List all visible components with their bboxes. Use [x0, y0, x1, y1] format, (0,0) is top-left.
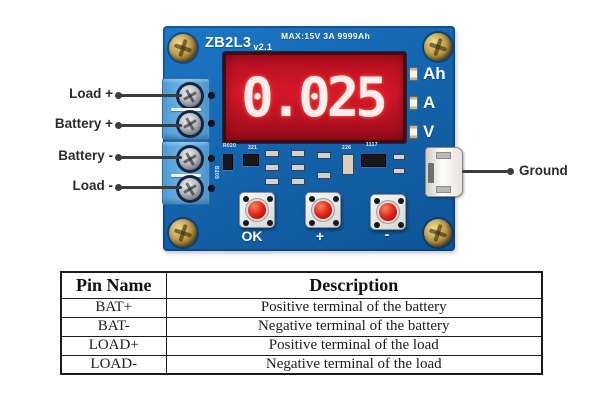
indicator-a: A — [409, 88, 446, 117]
usb-pad — [436, 152, 451, 159]
terminal-screw-battery-plus — [179, 113, 201, 135]
smd-component — [393, 168, 405, 174]
button-cap — [314, 201, 332, 219]
button-cap — [379, 203, 397, 221]
smd-component — [265, 164, 279, 171]
desc-cell: Negative terminal of the battery — [165, 316, 543, 337]
pin-hole — [208, 120, 215, 127]
led-icon — [409, 95, 418, 110]
terminal-block-battery-load-minus — [162, 141, 210, 205]
minus-button — [370, 194, 406, 230]
ic-chip — [243, 154, 259, 166]
description-header: Description — [165, 271, 543, 299]
smd-component — [291, 164, 305, 171]
ok-button — [239, 192, 275, 228]
callout-line — [119, 156, 182, 159]
desc-cell: Positive terminal of the battery — [165, 297, 543, 318]
ic-chip — [223, 154, 233, 170]
callout-dot — [115, 92, 122, 99]
callout-battery-plus: Battery + — [54, 116, 113, 131]
pin-hole — [208, 185, 215, 192]
silkscreen-code: 226 — [342, 145, 352, 151]
corner-screw-icon — [169, 34, 197, 62]
pin-name-header: Pin Name — [60, 271, 167, 299]
seven-segment-display: 0.025 — [223, 52, 406, 143]
indicator-label: V — [423, 121, 435, 141]
table-row: BAT+ Positive terminal of the battery — [60, 297, 543, 318]
led-icon — [409, 124, 418, 139]
callout-battery-minus: Battery - — [58, 148, 113, 163]
desc-cell: Positive terminal of the load — [165, 335, 543, 356]
terminal-divider — [171, 108, 201, 111]
pin-hole — [208, 155, 215, 162]
plus-button — [305, 192, 341, 228]
indicator-label: A — [423, 92, 436, 112]
smd-component — [317, 152, 331, 159]
callout-line — [462, 170, 510, 173]
callout-dot — [507, 168, 514, 175]
led-icon — [409, 66, 418, 81]
smd-component — [265, 178, 279, 185]
silkscreen-code: B205 — [213, 166, 219, 180]
pin-cell: LOAD- — [60, 354, 167, 375]
board-model: ZB2L3 — [205, 35, 252, 51]
callout-line — [119, 186, 182, 189]
callout-dot — [115, 154, 122, 161]
callout-line — [119, 124, 182, 127]
callout-ground: Ground — [519, 163, 568, 178]
max-rating-label: MAX:15V 3A 9999Ah — [281, 31, 371, 41]
pin-cell: BAT- — [60, 316, 167, 337]
callout-dot — [115, 122, 122, 129]
smd-component — [291, 150, 305, 157]
indicator-v: V — [409, 117, 446, 146]
pin-cell: BAT+ — [60, 297, 167, 318]
terminal-screw-battery-minus — [179, 148, 201, 170]
micro-usb-port — [425, 147, 463, 197]
ok-button-label: OK — [241, 228, 263, 244]
indicator-label: Ah — [423, 63, 446, 83]
pin-table: Pin Name Description BAT+ Positive termi… — [60, 271, 543, 375]
indicator-ah: Ah — [409, 59, 446, 88]
display-value: 0.025 — [241, 66, 388, 129]
corner-screw-icon — [424, 219, 452, 247]
terminal-block-load-battery-plus — [162, 78, 210, 140]
terminal-divider — [171, 174, 201, 177]
callout-dot — [115, 184, 122, 191]
smd-component — [265, 150, 279, 157]
minus-button-label: - — [384, 226, 390, 242]
plus-button-label: + — [315, 228, 325, 244]
unit-indicators: Ah A V — [409, 59, 446, 146]
callout-load-minus: Load - — [72, 178, 114, 193]
pin-cell: LOAD+ — [60, 335, 167, 356]
smd-component — [317, 172, 331, 179]
usb-pad — [436, 186, 451, 193]
silkscreen-code: 321 — [248, 145, 258, 151]
button-cap — [248, 201, 266, 219]
regulator-chip — [361, 154, 386, 167]
corner-screw-icon — [424, 33, 452, 61]
table-row: LOAD- Negative terminal of the load — [60, 354, 543, 375]
terminal-screw-load-plus — [179, 85, 201, 107]
pin-hole — [208, 92, 215, 99]
table-row: LOAD+ Positive terminal of the load — [60, 335, 543, 356]
silkscreen-code: 1117 — [366, 142, 378, 148]
power-resistor — [342, 154, 354, 175]
desc-cell: Negative terminal of the load — [165, 354, 543, 375]
smd-component — [291, 178, 305, 185]
table-header-row: Pin Name Description — [60, 271, 543, 299]
callout-load-plus: Load + — [69, 86, 113, 101]
callout-line — [119, 94, 182, 97]
corner-screw-icon — [169, 219, 197, 247]
usb-slot — [428, 163, 434, 183]
smd-component — [393, 154, 405, 160]
board-version: v2.1 — [253, 42, 273, 52]
silkscreen-code: R020 — [223, 143, 237, 149]
terminal-screw-load-minus — [179, 178, 201, 200]
table-row: BAT- Negative terminal of the battery — [60, 316, 543, 337]
